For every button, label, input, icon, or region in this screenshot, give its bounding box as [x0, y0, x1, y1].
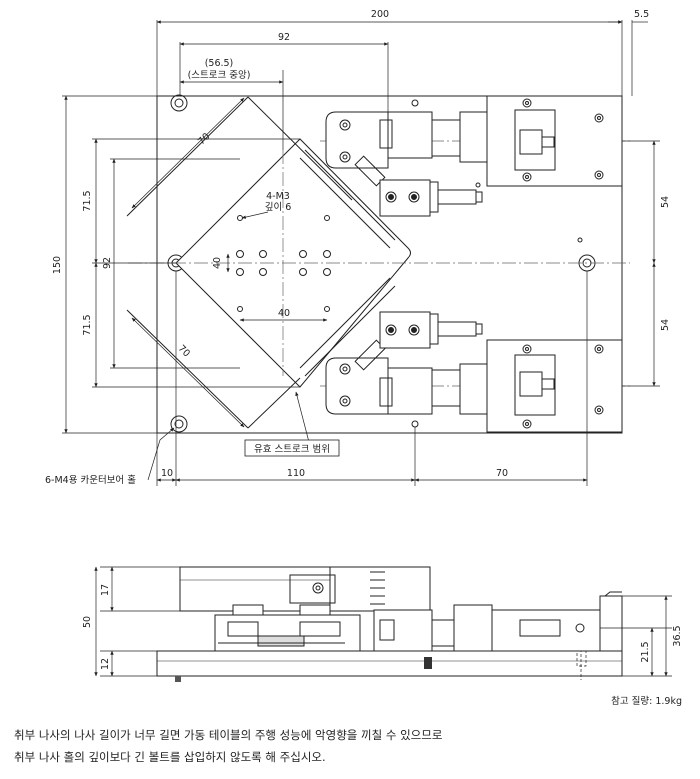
label-tap-2: 깊이 6 — [265, 201, 292, 213]
guide-rail — [299, 277, 396, 377]
label-12: 12 — [100, 658, 111, 670]
label-40-v: 40 — [212, 257, 223, 269]
weight-note: 참고 질량: 1.9kg — [611, 695, 682, 707]
leader-counterbore — [147, 427, 175, 481]
label-counterbore: 6-M4용 카운터보어 홀 — [45, 474, 136, 486]
side-actuator-housing — [373, 609, 433, 652]
label-150: 150 — [52, 256, 63, 274]
label-70-h: 70 — [496, 468, 508, 479]
label-110: 110 — [287, 468, 305, 479]
small-hole — [475, 182, 481, 188]
label-50: 50 — [82, 616, 93, 628]
label-10: 10 — [161, 468, 173, 479]
side-top-table — [179, 566, 331, 612]
leader-tap — [241, 211, 269, 219]
label-92-left: 92 — [102, 257, 113, 269]
tap-holes — [236, 215, 331, 312]
top-view — [62, 20, 660, 486]
lower-actuator — [325, 311, 623, 433]
label-tap-1: 4-M3 — [266, 191, 290, 202]
label-21-5: 21.5 — [640, 641, 651, 662]
stroke-range-box — [244, 439, 340, 457]
label-40-h: 40 — [278, 308, 290, 319]
note-line-2: 취부 나사 홀의 깊이보다 긴 볼트를 삽입하지 않도록 해 주십시오. — [14, 750, 326, 764]
small-hole — [577, 237, 583, 243]
label-92-top: 92 — [278, 32, 290, 43]
label-17: 17 — [100, 584, 111, 596]
side-foot — [175, 676, 181, 682]
side-rail — [299, 604, 331, 616]
label-200: 200 — [371, 9, 389, 20]
side-base-plate — [156, 650, 623, 677]
note-line-1: 취부 나사의 나사 길이가 너무 길면 가동 테이블의 주행 성능에 악영향을 … — [14, 728, 443, 742]
small-hole — [411, 99, 419, 107]
side-foot — [424, 657, 432, 669]
label-54-bottom: 54 — [660, 319, 671, 331]
label-stroke-center: (스트로크 중앙) — [188, 69, 251, 81]
label-71-5-top: 71.5 — [82, 190, 93, 211]
upper-actuator — [325, 95, 623, 217]
guide-rail — [299, 149, 396, 249]
label-5-5: 5.5 — [634, 9, 649, 20]
label-36-5: 36.5 — [672, 625, 683, 646]
dim-line-70-bottom — [131, 317, 245, 428]
side-rail — [232, 604, 264, 616]
side-end-block — [599, 595, 623, 652]
label-56-5: (56.5) — [205, 58, 234, 69]
side-view-labels: 17 50 12 36.5 21.5 참고 질량: 1.9kg — [82, 584, 683, 707]
label-54-top: 54 — [660, 196, 671, 208]
side-micrometer — [453, 604, 493, 652]
label-stroke-range: 유효 스트로크 범위 — [254, 443, 330, 455]
side-view — [94, 566, 672, 682]
label-71-5-bottom: 71.5 — [82, 314, 93, 335]
dim-line-70-top — [131, 97, 245, 209]
